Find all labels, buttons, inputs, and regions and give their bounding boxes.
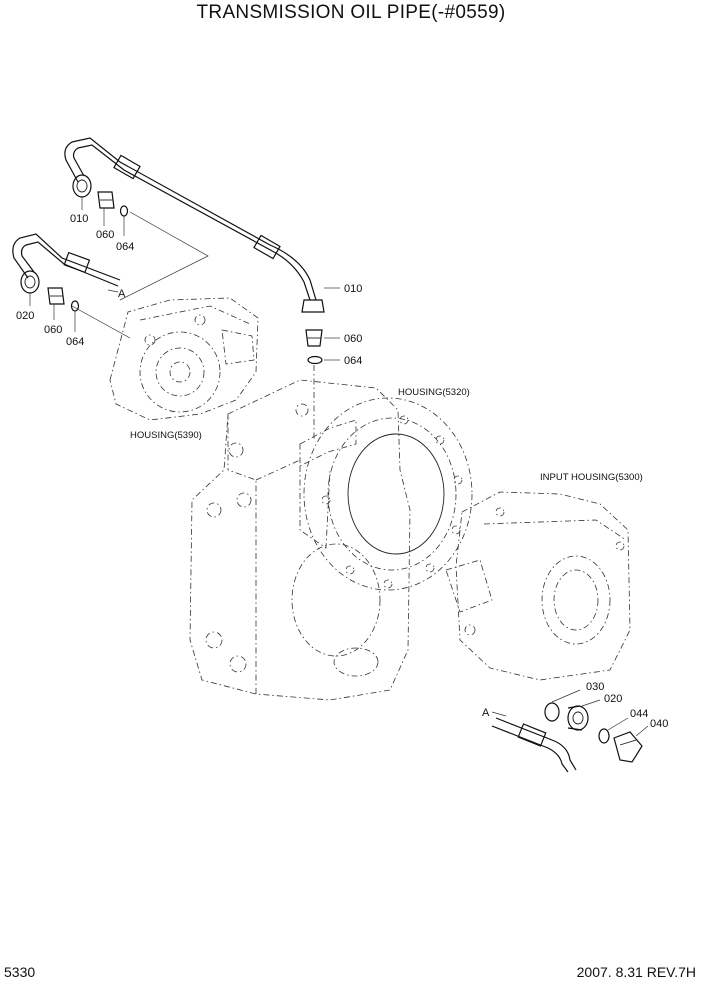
callout-060-upper: 060 [96, 229, 114, 241]
leader-line [635, 725, 649, 737]
o-ring-064-left [70, 300, 80, 312]
leader-line [71, 305, 131, 339]
oil-pipe-010-upper [64, 137, 325, 313]
o-ring-064-upper-left [119, 205, 129, 217]
oil-pipe-020-bottom [491, 717, 577, 773]
callout-064-left: 064 [66, 336, 84, 348]
plug-040 [613, 731, 643, 763]
o-ring-064-center [307, 355, 323, 365]
input-housing-5300 [445, 491, 631, 681]
callout-a-upper: A [118, 288, 126, 300]
callout-010-upper: 010 [70, 213, 88, 225]
leader-line [581, 699, 601, 707]
callout-064-right: 064 [344, 355, 362, 367]
callout-030: 030 [586, 681, 604, 693]
label-input-housing-5300: INPUT HOUSING(5300) [540, 472, 643, 483]
callout-064-upper: 064 [116, 241, 134, 253]
leader-line [107, 289, 119, 293]
leader-line [607, 717, 629, 731]
fitting-060-left [47, 287, 65, 305]
main-housing [189, 379, 411, 701]
leader-line [551, 689, 581, 703]
page-title: TRANSMISSION OIL PIPE(-#0559) [196, 2, 506, 23]
callout-020-bottom: 020 [604, 693, 622, 705]
callout-060-left: 060 [44, 324, 62, 336]
callout-044: 044 [630, 708, 648, 720]
callout-a-bottom: A [482, 707, 490, 719]
callout-040: 040 [650, 718, 668, 730]
callout-010-right: 010 [344, 283, 362, 295]
label-housing-5390: HOUSING(5390) [130, 430, 202, 441]
fitting-060-center [305, 329, 323, 347]
page-code: 5330 [4, 964, 36, 980]
o-ring-044 [598, 728, 610, 744]
housing-5320-ring-gear [299, 397, 473, 591]
callout-060-right: 060 [344, 333, 362, 345]
housing-5390 [109, 297, 259, 421]
leader-line [119, 211, 209, 301]
label-housing-5320: HOUSING(5320) [398, 387, 470, 398]
oil-pipe-020-left [12, 233, 121, 294]
callout-020-left: 020 [16, 310, 34, 322]
date-revision: 2007. 8.31 REV.7H [576, 964, 696, 980]
adapter-020-bottom [567, 705, 589, 731]
fitting-060-upper-left [97, 191, 115, 209]
o-ring-030 [544, 702, 560, 722]
leader-line [491, 711, 507, 717]
